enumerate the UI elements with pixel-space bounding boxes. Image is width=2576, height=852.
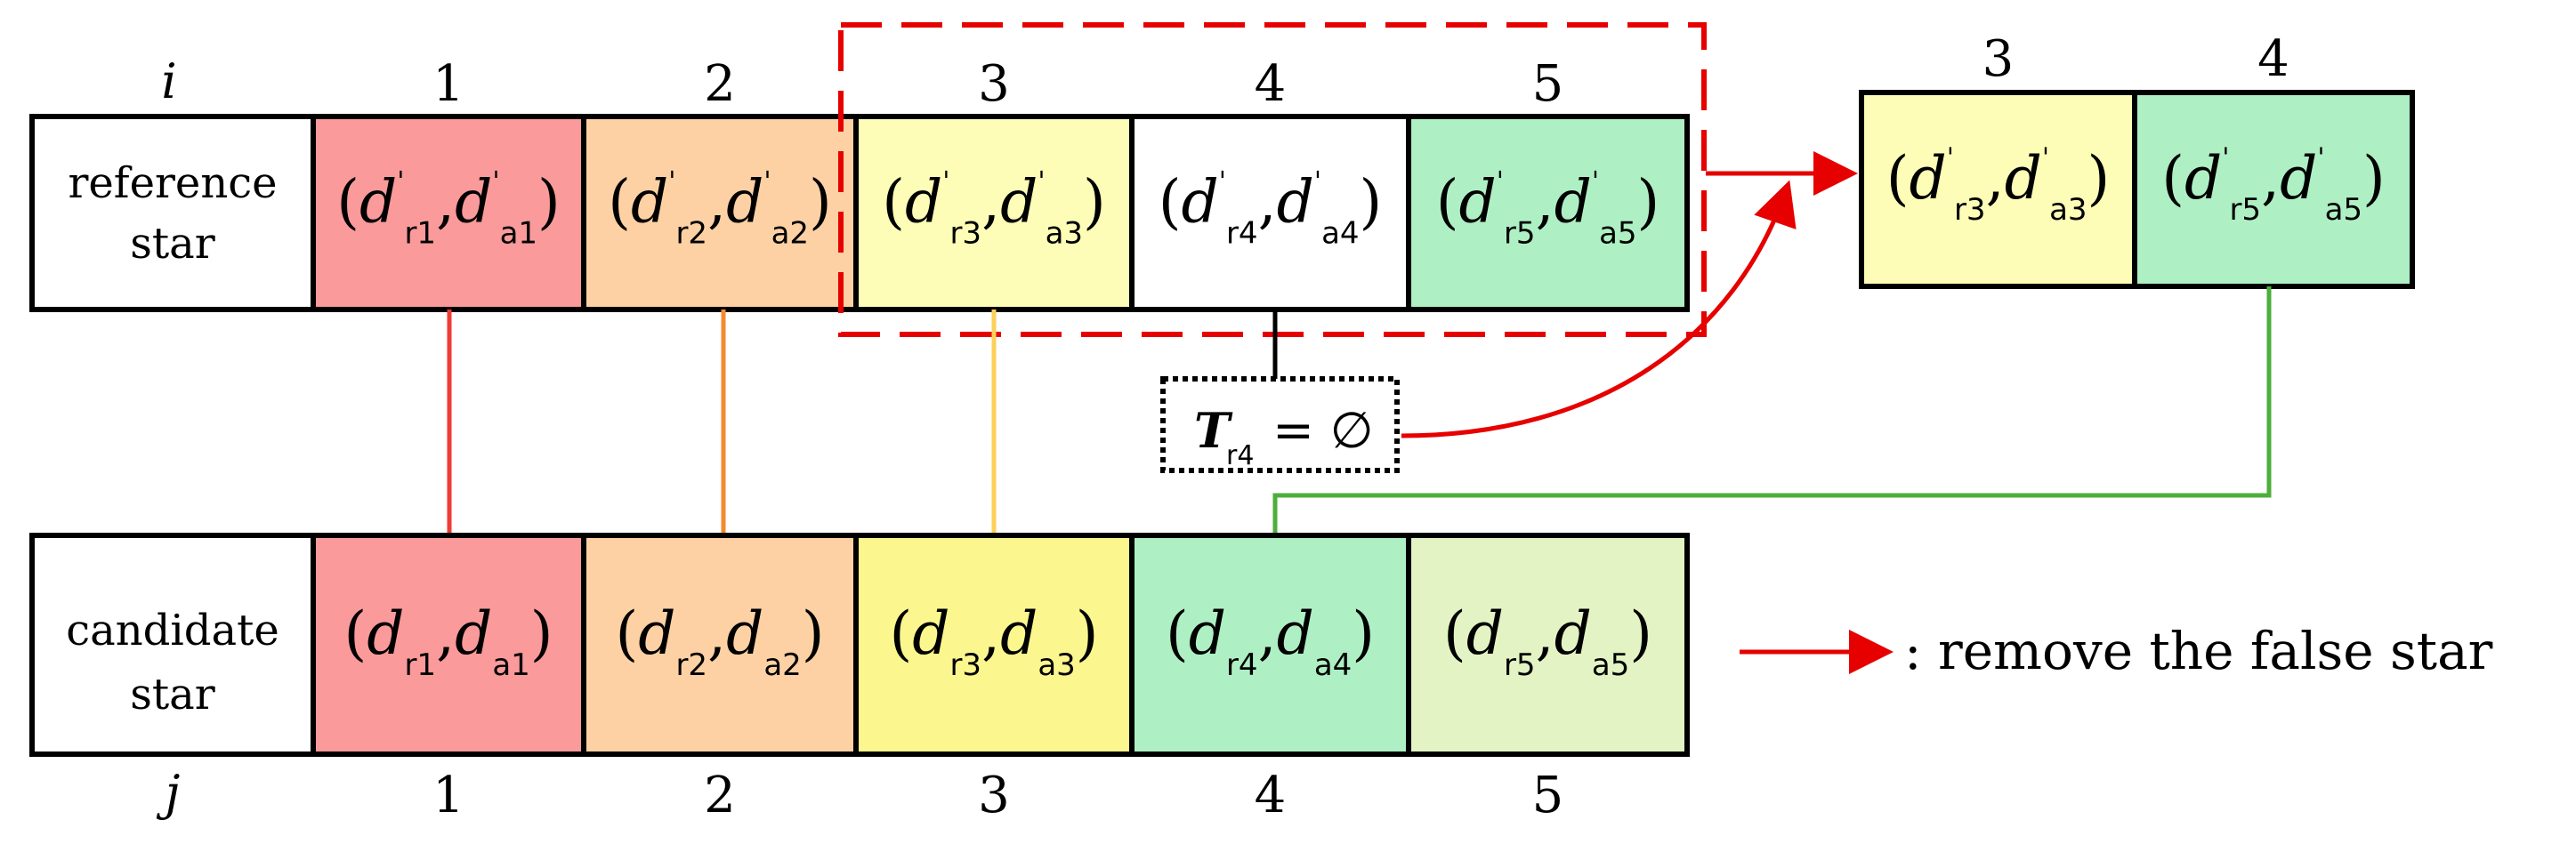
match-line-green	[1272, 286, 2272, 535]
candidate-cell-text-4: (dr4,da4)	[1166, 599, 1375, 683]
reference-cell-4	[1129, 114, 1411, 312]
legend: : remove the false star	[1740, 621, 2493, 681]
candidate-cell-text-1: (dr1,da1)	[343, 599, 553, 683]
result-number-1: 3	[1982, 30, 2015, 88]
reference-cell-3	[853, 114, 1135, 312]
candidate-number-1: 1	[432, 767, 464, 824]
empty-set-T: T	[1194, 402, 1233, 459]
reference-label-line1: reference	[68, 158, 277, 208]
empty-set-box: T r4 = ∅	[1160, 376, 1400, 473]
reference-cell-text-2: (d'r2,d'a2)	[608, 166, 832, 252]
reference-number-1: 1	[432, 55, 464, 113]
reference-number-5: 5	[1532, 55, 1564, 113]
reference-row: reference star (d'r1,d'a1)(d'r2,d'a2)(d'…	[29, 114, 1690, 312]
candidate-index-numbers: 1 2 3 4 5	[432, 767, 1563, 824]
empty-set-equals: = ∅	[1272, 402, 1374, 460]
candidate-number-3: 3	[978, 767, 1010, 824]
candidate-cell-1	[311, 533, 586, 757]
reference-cell-text-4: (d'r4,d'a4)	[1159, 166, 1383, 252]
candidate-cell-text-2: (dr2,da2)	[615, 599, 824, 683]
reference-cell-text-5: (d'r5,d'a5)	[1436, 166, 1660, 252]
reference-number-4: 4	[1255, 55, 1287, 113]
selection-dashed-box	[838, 22, 1707, 337]
candidate-cell-2	[581, 533, 859, 757]
candidate-cells: (dr1,da1) (dr2,da2) (dr3,da3) (dr4,da4) (dr5…	[311, 533, 1690, 757]
candidate-number-2: 2	[704, 767, 736, 824]
reference-cell-2	[581, 114, 859, 312]
reference-index-label: i	[161, 53, 176, 109]
candidate-number-4: 4	[1255, 767, 1287, 824]
reference-cells: (d'r1,d'a1) (d'r2,d'a2) (d'r3,d'a3) (d'r4,d…	[311, 114, 1690, 312]
reference-number-2: 2	[704, 55, 736, 113]
reference-index-numbers: 1 2 3 4 5	[432, 55, 1563, 113]
candidate-label-cell	[29, 533, 316, 757]
candidate-number-5: 5	[1532, 767, 1564, 824]
result-cells: (d'r3,d'a3) (d'r5,d'a5)	[1859, 90, 2415, 289]
candidate-label-line2: star	[130, 670, 215, 719]
reference-cell-text-1: (d'r1,d'a1)	[336, 166, 561, 252]
reference-cell-5	[1406, 114, 1690, 312]
candidate-row: candidate star (dr1,da1) (dr2,da2) (dr3,da…	[29, 533, 1690, 757]
reference-number-3: 3	[978, 55, 1010, 113]
result-number-2: 4	[2257, 30, 2289, 88]
legend-text: : remove the false star	[1904, 621, 2493, 681]
reference-cell-1	[311, 114, 586, 312]
candidate-cell-5	[1406, 533, 1690, 757]
candidate-cell-3	[853, 533, 1135, 757]
empty-set-subscript: r4	[1226, 440, 1254, 471]
reference-cell-text-3: (d'r3,d'a3)	[882, 166, 1106, 252]
result-cell-text-1: (d'r3,d'a3)	[1886, 142, 2111, 228]
result-cell-text-2: (d'r5,d'a5)	[2161, 142, 2386, 228]
candidate-index-label: j	[157, 765, 181, 821]
result-cell-2	[2132, 90, 2415, 289]
candidate-label-line1: candidate	[66, 606, 279, 655]
reference-label-line2: star	[130, 219, 215, 269]
curved-arrow	[1401, 180, 1797, 438]
candidate-cell-text-5: (dr5,da5)	[1443, 599, 1652, 683]
candidate-cell-text-3: (dr3,da3)	[889, 599, 1098, 683]
reference-label-cell	[29, 114, 316, 312]
